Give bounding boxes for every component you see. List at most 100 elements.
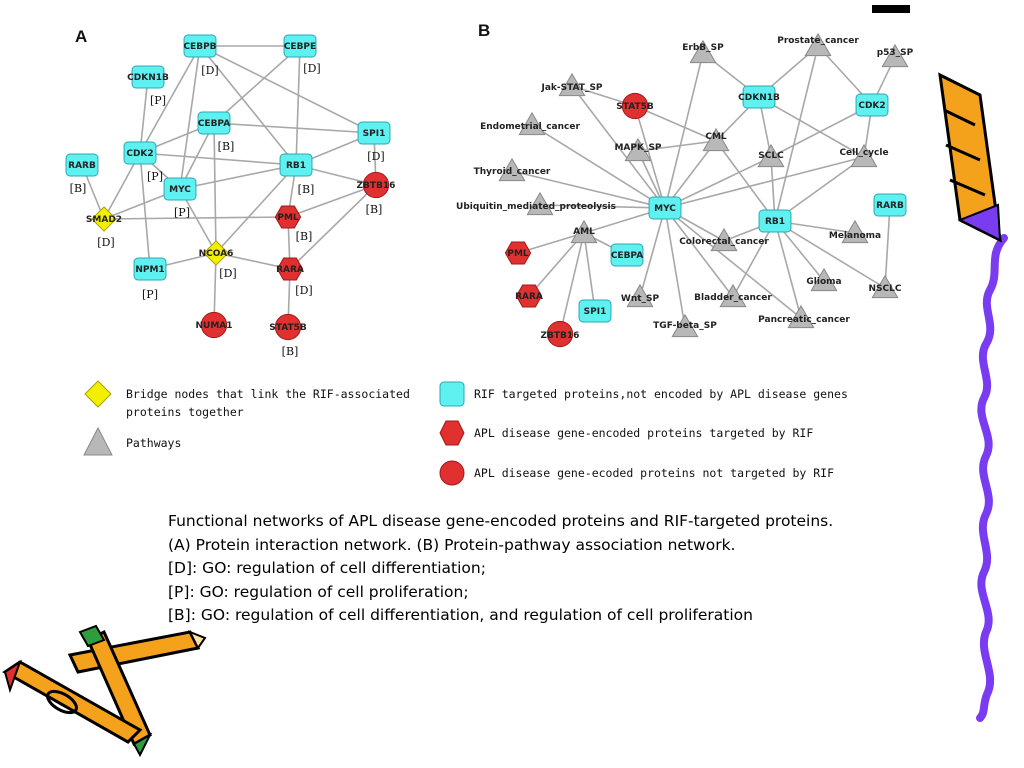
legend-diamond-icon [84,380,112,408]
b-node-Glioma: Glioma [806,267,842,292]
a-go-tag-RARB: [B] [70,182,87,195]
panel-b-letter: B [478,21,490,40]
b-node-label-Jak-STAT_SP: Jak-STAT_SP [540,83,602,93]
a-go-tag-SPI1: [D] [367,150,384,163]
b-edge-MAPK_SP-CML [637,140,717,152]
b-edge-MYC-Thyroid_cancer [511,170,666,209]
b-edge-MYC-Pancreatic_cancer [664,207,802,319]
b-node-TGF-beta_SP-shape [671,313,699,338]
a-node-label-NPM1: NPM1 [135,265,164,275]
b-node-Wnt_SP-shape [626,283,654,308]
caption-line-d: [D]: GO: regulation of cell differentiat… [168,559,486,577]
b-node-CML: CML [702,127,730,152]
a-edge-CEBPE-RB1 [295,45,301,166]
figure-caption: Functional networks of APL disease gene-… [168,510,988,628]
a-node-CEBPB: CEBPB [D] [183,34,219,77]
a-node-ZBTB16: ZBTB16[B] [357,171,396,216]
b-node-label-Prostate_cancer: Prostate_cancer [777,36,859,46]
a-node-RARB: RARB[B] [65,153,99,195]
b-node-CML-shape [702,127,730,152]
b-node-CDKN1B-shape [742,85,776,109]
a-edge-ZBTB16-PML [287,184,377,218]
b-node-ErbB_SP-shape [689,39,717,64]
a-node-label-ZBTB16: ZBTB16 [357,181,396,191]
b-node-label-RARB: RARB [876,201,904,211]
a-node-label-SMAD2: SMAD2 [86,215,122,225]
b-node-Ubiquitin: Ubiquitin_mediated_proteolysis [456,191,616,216]
b-node-label-ErbB_SP: ErbB_SP [682,43,724,53]
b-node-NSCLC-shape [871,274,899,299]
a-node-CEBPB-shape [183,34,217,58]
b-node-label-Ubiquitin: Ubiquitin_mediated_proteolysis [456,202,616,212]
a-edge-NCOA6-RARA [215,252,291,270]
a-node-RARA-shape [276,257,304,281]
b-node-label-ZBTB16: ZBTB16 [541,331,580,341]
a-node-RARB-shape [65,153,99,177]
b-node-label-Endometrial_cancer: Endometrial_cancer [480,122,580,132]
b-node-RARA: RARA [515,284,543,308]
b-node-ErbB_SP: ErbB_SP [682,39,724,64]
a-node-CDKN1B: CDKN1B[P] [127,65,169,107]
a-node-label-SPI1: SPI1 [363,129,386,139]
legend-apl-not-targeted-label: APL disease gene-ecoded proteins not tar… [474,466,834,480]
a-go-tag-CEBPB: [D] [201,64,218,77]
legend-circle-icon [439,460,465,486]
a-go-tag-CEBPA: [B] [218,140,235,153]
b-node-Colorectal_cancer-shape [710,227,738,252]
b-node-Endometrial_cancer: Endometrial_cancer [480,111,580,136]
b-node-Prostate_cancer: Prostate_cancer [777,32,859,57]
b-node-CEBPA-shape [610,243,644,267]
a-node-label-PML: PML [277,213,299,223]
b-edge-RB1-Prostate_cancer [774,45,819,222]
a-node-label-CEBPB: CEBPB [183,42,216,52]
b-node-label-MAPK_SP: MAPK_SP [614,143,661,153]
a-edge-CEBPB-MYC [179,45,201,190]
a-go-tag-CDKN1B: [P] [150,94,166,107]
protein-pathway-network: ErbB_SPProstate_cancerp53_SPJak-STAT_SPS… [456,32,914,348]
a-edge-CEBPA-NCOA6 [213,122,217,254]
panel-a-letter: A [75,27,87,46]
b-node-AML-shape [570,219,598,244]
b-node-label-Melanoma: Melanoma [829,231,881,241]
legend-rif-targeted-label: RIF targeted proteins,not encoded by APL… [474,387,848,401]
b-node-label-Glioma: Glioma [806,277,841,287]
b-edge-RB1-Cell_cycle [774,156,865,222]
b-node-label-RARA: RARA [515,292,543,302]
a-edge-CDK2-RB1 [139,152,297,166]
b-edge-STAT5B-CML [634,105,717,142]
b-edge-RB1-CML [715,140,776,222]
a-go-tag-RARA: [D] [295,284,312,297]
a-node-SPI1-shape [357,121,391,145]
legend-triangle-icon [83,426,113,456]
b-node-Thyroid_cancer: Thyroid_cancer [474,157,551,182]
b-node-SCLC-shape [757,143,785,168]
b-edge-RARB-NSCLC [884,204,891,289]
b-edge-RB1-Pancreatic_cancer [774,220,802,319]
b-node-RB1-shape [758,209,792,233]
a-node-CEBPA: CEBPA[B] [197,111,235,153]
pencil-top-right-decoration [872,5,1002,243]
a-node-ZBTB16-shape [362,171,390,199]
b-edge-MYC-Cell_cycle [664,156,865,209]
b-node-label-CEBPA: CEBPA [611,251,643,261]
a-node-NUMA1: NUMA1 [195,311,233,339]
b-node-label-CDKN1B: CDKN1B [738,93,780,103]
b-node-Pancreatic_cancer-shape [787,304,815,329]
b-edge-MYC-Bladder_cancer [664,207,734,298]
b-edge-MYC-ErbB_SP [664,52,704,209]
a-node-label-RARA: RARA [276,265,304,275]
b-node-label-MYC: MYC [654,204,676,214]
b-node-label-Colorectal_cancer: Colorectal_cancer [679,237,769,247]
b-node-MAPK_SP-shape [624,137,652,162]
a-node-NCOA6-shape [203,240,229,266]
b-node-label-SCLC: SCLC [758,151,784,161]
b-node-CDK2: CDK2 [855,93,889,117]
a-node-PML-shape [274,205,302,229]
purple-squiggle-decoration [976,234,1008,722]
a-go-tag-CDK2: [P] [147,170,163,183]
b-node-TGF-beta_SP: TGF-beta_SP [653,313,717,338]
caption-line-p: [P]: GO: regulation of cell proliferatio… [168,582,469,601]
a-node-CDK2: CDK2[P] [123,141,163,183]
b-node-label-CML: CML [705,132,727,142]
a-go-tag-CEBPE: [D] [303,62,320,75]
